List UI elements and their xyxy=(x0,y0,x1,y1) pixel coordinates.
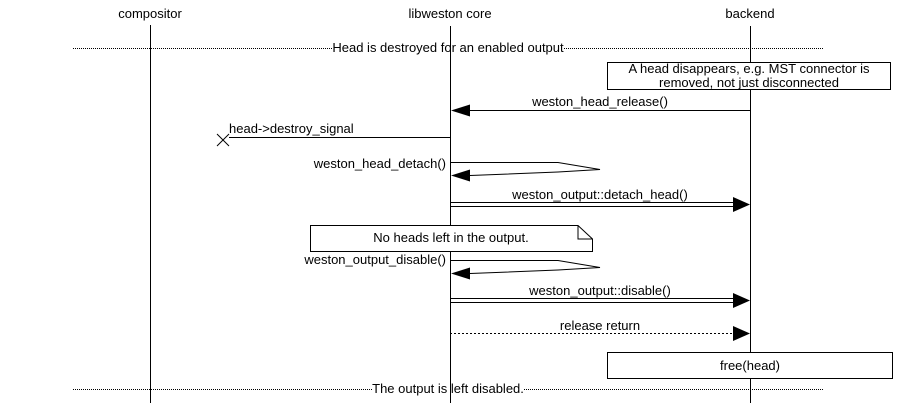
divider-head-destroyed: Head is destroyed for an enabled output xyxy=(73,41,823,55)
actor-label-backend: backend xyxy=(725,6,775,21)
self-message-weston-output-disable xyxy=(450,260,601,280)
divider-output-disabled-text: The output is left disabled. xyxy=(372,381,524,396)
divider-output-disabled: The output is left disabled. xyxy=(73,382,823,396)
actor-label-libweston-core: libweston core xyxy=(408,6,492,21)
divider-head-destroyed-text: Head is destroyed for an enabled output xyxy=(332,40,564,55)
arrow-release-return xyxy=(450,326,750,341)
message-label-head-destroy-signal: head->destroy_signal xyxy=(229,121,354,136)
message-label-weston-output-disable-call: weston_output::disable() xyxy=(529,283,671,298)
action-box-free-head: free(head) xyxy=(607,352,893,379)
lost-message-x-icon xyxy=(216,133,230,147)
message-label-release-return: release return xyxy=(559,318,641,333)
message-label-weston-head-detach: weston_head_detach() xyxy=(313,156,446,171)
arrow-head-destroy-signal xyxy=(216,133,450,147)
note-head-disappears: A head disappears, e.g. MST connector is… xyxy=(607,62,891,90)
message-label-weston-output-disable: weston_output_disable() xyxy=(304,252,446,267)
message-label-weston-head-release: weston_head_release() xyxy=(532,94,668,109)
note-no-heads-shape xyxy=(310,225,593,252)
arrow-weston-head-release xyxy=(451,104,750,117)
self-message-weston-head-detach xyxy=(450,162,601,182)
arrow-weston-output-detach-head xyxy=(450,197,750,212)
actor-label-compositor: compositor xyxy=(118,6,182,21)
note-no-heads-text: No heads left in the output. xyxy=(373,230,529,245)
message-label-weston-output-detach-head: weston_output::detach_head() xyxy=(512,187,688,202)
arrow-weston-output-disable xyxy=(450,293,750,308)
